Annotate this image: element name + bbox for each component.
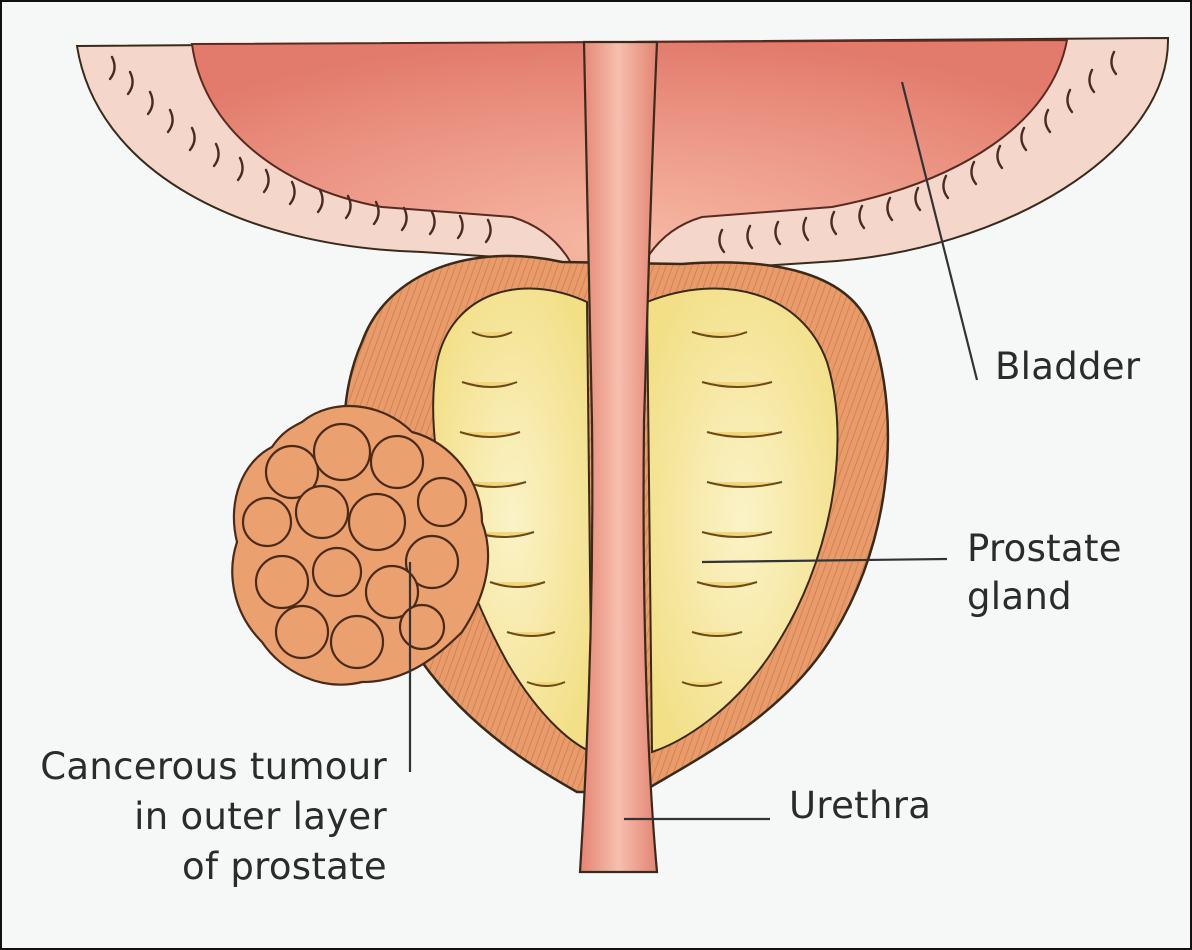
tumour-label-line1: Cancerous tumour [40,745,387,788]
tumour-label-line2: in outer layer [134,795,387,838]
bladder-label: Bladder [995,345,1141,388]
prostate-right-lobe [647,289,838,753]
prostate-label-line1: Prostate [967,527,1122,570]
urethra-label: Urethra [789,784,931,827]
tumour-label-line3: of prostate [182,845,387,888]
prostate-label-line2: gland [967,575,1072,618]
